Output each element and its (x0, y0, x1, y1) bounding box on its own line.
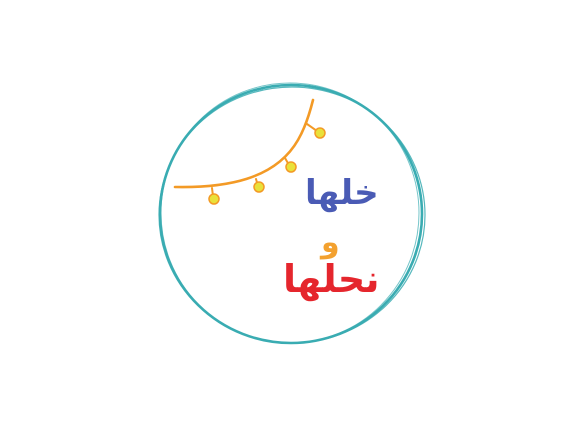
logo-word-middle: و (321, 225, 340, 260)
bulb-icon (285, 161, 297, 173)
logo-word-bottom: نحلها (283, 257, 380, 301)
light-garland-icon (173, 98, 326, 205)
garland-bulbs (208, 127, 326, 205)
logo-word-top: خلها (305, 173, 379, 213)
circle-ring-icon (158, 82, 426, 345)
bulb-icon (253, 181, 265, 193)
bulb-icon (314, 127, 326, 139)
bulb-icon (208, 193, 220, 205)
